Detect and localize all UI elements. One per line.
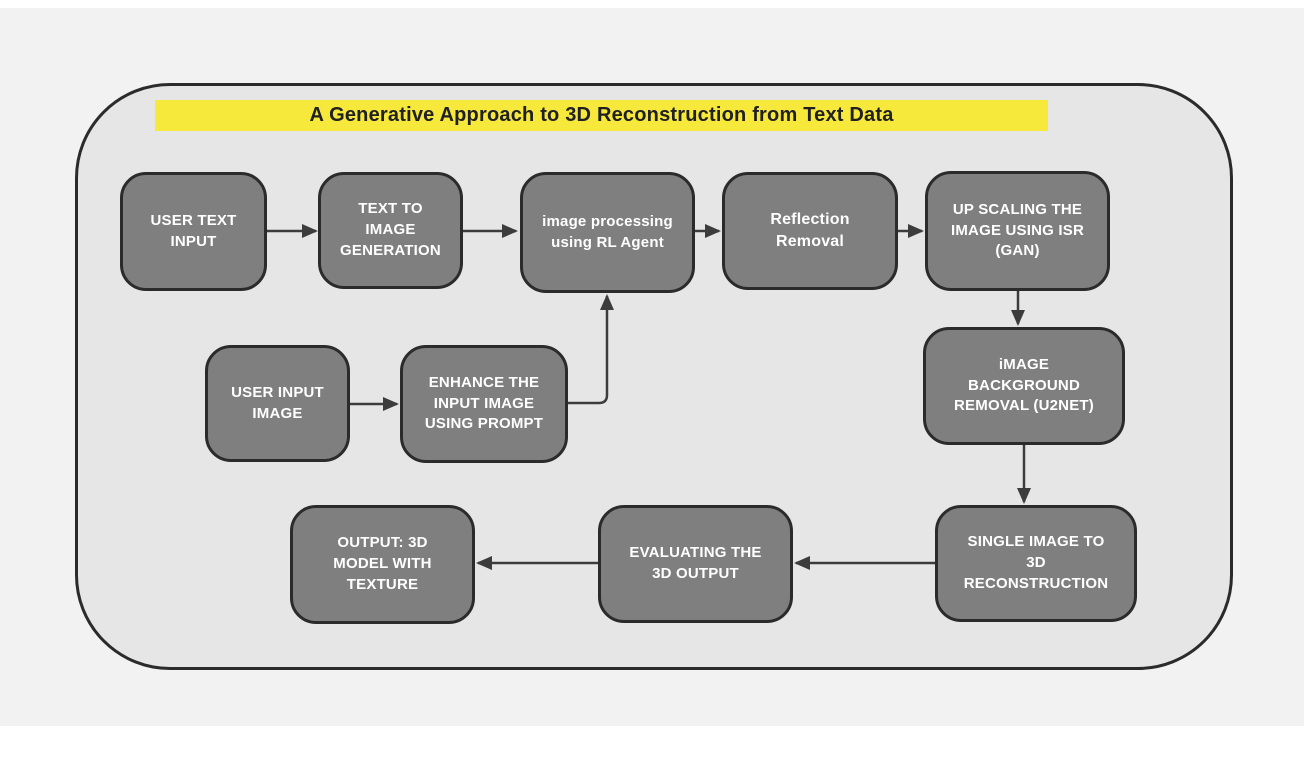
node-user-text-input: USER TEXT INPUT (120, 172, 267, 291)
node-enhance-input-image: ENHANCE THE INPUT IMAGE USING PROMPT (400, 345, 568, 463)
node-image-background-removal: iMAGE BACKGROUND REMOVAL (U2NET) (923, 327, 1125, 445)
diagram-title: A Generative Approach to 3D Reconstructi… (155, 100, 1048, 131)
node-image-processing-rl-agent: image processing using RL Agent (520, 172, 695, 293)
node-output-3d-model: OUTPUT: 3D MODEL WITH TEXTURE (290, 505, 475, 624)
node-evaluating-3d-output: EVALUATING THE 3D OUTPUT (598, 505, 793, 623)
node-text-to-image-generation: TEXT TO IMAGE GENERATION (318, 172, 463, 289)
node-single-image-to-3d: SINGLE IMAGE TO 3D RECONSTRUCTION (935, 505, 1137, 622)
node-reflection-removal: Reflection Removal (722, 172, 898, 290)
node-user-input-image: USER INPUT IMAGE (205, 345, 350, 462)
node-upscaling-isr-gan: UP SCALING THE IMAGE USING ISR (GAN) (925, 171, 1110, 291)
